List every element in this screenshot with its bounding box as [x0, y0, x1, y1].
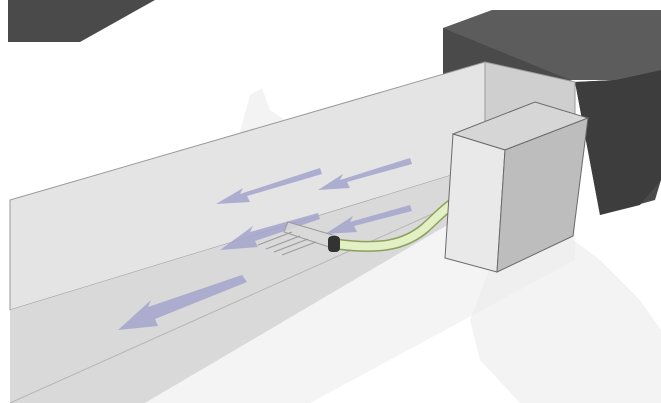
- hose-connector: [328, 236, 340, 252]
- sensor-box-front: [445, 134, 505, 272]
- dark-housing-side: [575, 70, 661, 215]
- dark-slab-top-left: [8, 0, 155, 42]
